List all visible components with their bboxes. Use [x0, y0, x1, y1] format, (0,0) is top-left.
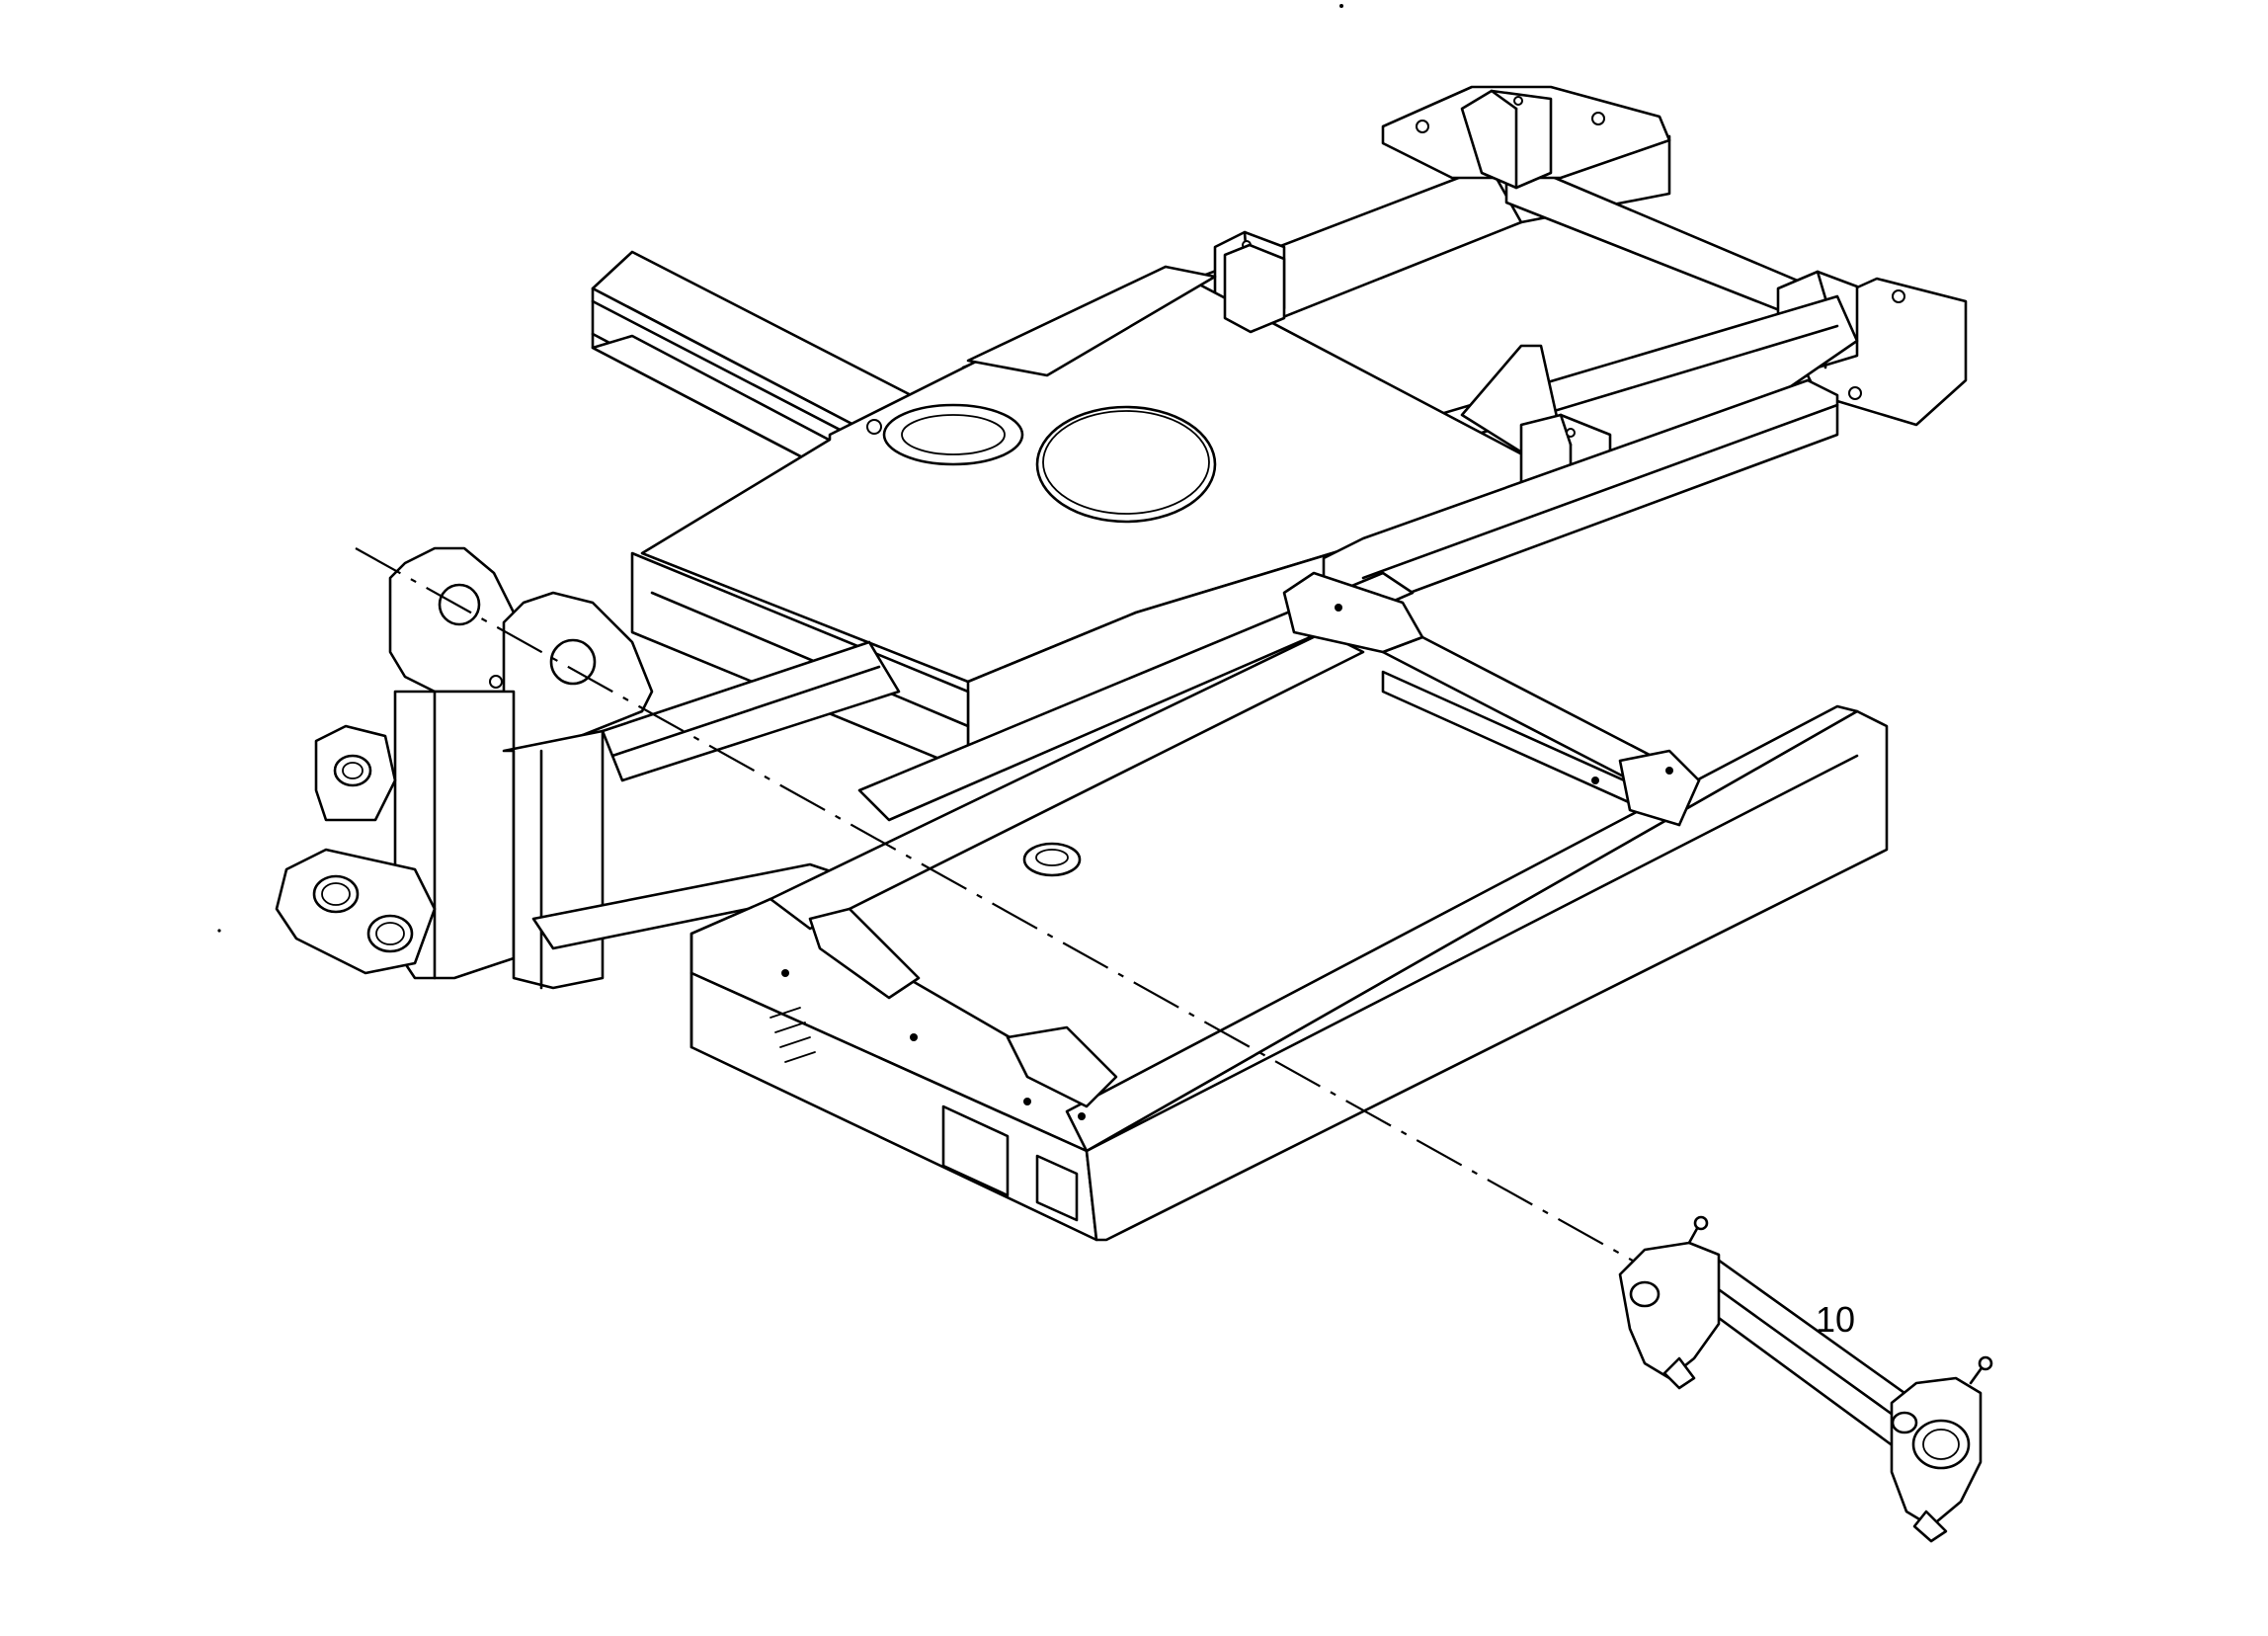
callout-part-10: 10: [1816, 1299, 1856, 1340]
pivot-pin-part-10: [1618, 1215, 1993, 1543]
boom-mount-bracket: [275, 546, 901, 990]
centre-axis: [355, 547, 1641, 1266]
lower-front-frame: [689, 571, 1889, 1242]
